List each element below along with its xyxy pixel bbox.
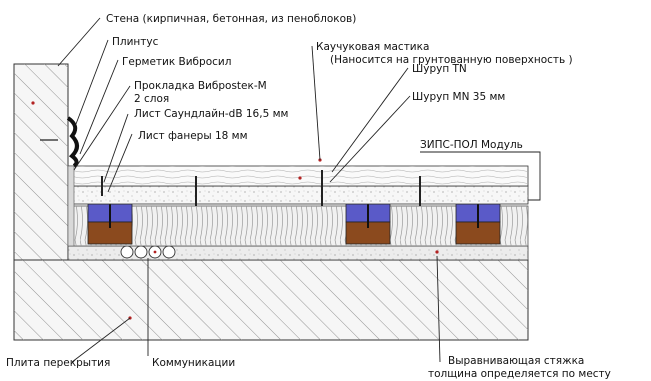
label-mastic-note: (Наносится на грунтованную поверхность ) bbox=[330, 54, 573, 66]
screws bbox=[101, 170, 421, 206]
sound-insulation bbox=[67, 205, 529, 247]
plywood-sheet bbox=[67, 165, 529, 187]
levelling-screed bbox=[67, 245, 529, 261]
edge-gasket bbox=[67, 165, 75, 247]
label-screw-tn: Шуруп TN bbox=[412, 63, 467, 75]
label-wall: Стена (кирпичная, бетонная, из пеноблоко… bbox=[106, 13, 356, 25]
label-zips-module: ЗИПС-ПОЛ Модуль bbox=[420, 139, 523, 151]
label-soundline: Лист Саундлайн-dB 16,5 мм bbox=[134, 108, 288, 120]
wall bbox=[13, 63, 69, 261]
baseboard bbox=[66, 116, 79, 168]
label-gasket: Прокладка Виброstек-М bbox=[134, 80, 267, 92]
label-gasket-layers: 2 слоя bbox=[134, 93, 169, 105]
label-slab: Плита перекрытия bbox=[6, 357, 110, 369]
label-screed: Выравнивающая стяжка bbox=[448, 355, 584, 367]
floor-slab bbox=[13, 259, 529, 341]
zips-module-middle bbox=[345, 188, 391, 245]
label-screw-mn: Шуруп MN 35 мм bbox=[412, 91, 505, 103]
label-mastic: Каучуковая мастика bbox=[316, 41, 429, 53]
label-baseboard: Плинтус bbox=[112, 36, 159, 48]
label-plywood: Лист фанеры 18 мм bbox=[138, 130, 248, 142]
label-sealant: Герметик Вибросил bbox=[122, 56, 231, 68]
soundline-sheet bbox=[67, 185, 529, 205]
section-markers bbox=[31, 101, 439, 320]
leader-lines bbox=[57, 17, 541, 363]
label-utilities: Коммуникации bbox=[152, 357, 235, 369]
label-screed-note: толщина определяется по месту bbox=[428, 368, 611, 380]
